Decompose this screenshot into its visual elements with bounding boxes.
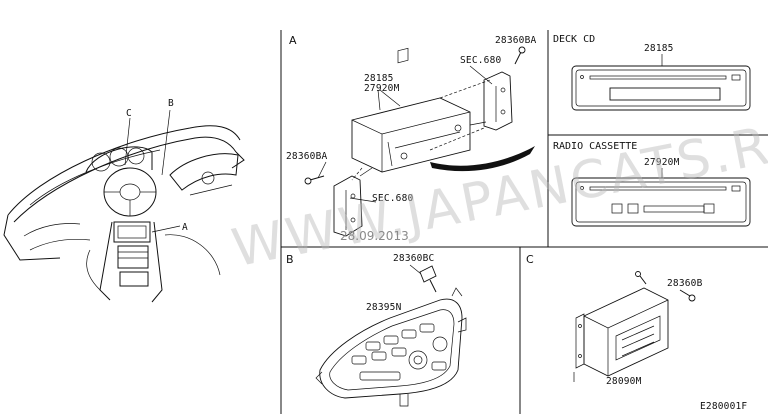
- sec-ref-lower: SEC.680: [372, 193, 414, 204]
- radio-cassette-title: RADIO CASSETTE: [553, 141, 637, 152]
- callout-a-label: A: [182, 222, 188, 233]
- bracket-upper: [469, 71, 513, 131]
- section-a-label: A: [289, 34, 297, 47]
- head-unit-drawing: [351, 47, 471, 173]
- section-c-part-number: 28090M: [606, 376, 642, 387]
- head-unit-alt-part-number: 27920M: [364, 83, 400, 94]
- screw-lower: [304, 175, 325, 185]
- amplifier-drawing: [573, 271, 696, 382]
- dashboard-overview: [3, 109, 245, 303]
- screw-lower-part-number: 28360BA: [286, 151, 328, 162]
- radio-cassette-faceplate: [571, 168, 751, 227]
- radio-cassette-part-number: 27920M: [644, 157, 680, 168]
- section-c-screw-part-number: 28360B: [667, 278, 703, 289]
- screw-upper-part-number: 28360BA: [495, 35, 537, 46]
- callout-c-label: C: [126, 108, 132, 119]
- head-unit-part-number: 28185: [364, 73, 394, 84]
- section-c-label: C: [526, 253, 534, 266]
- frame-lines: [280, 30, 768, 414]
- section-b-screw-part-number: 28360BC: [393, 253, 434, 264]
- section-b-part-number: 28395N: [366, 302, 402, 313]
- section-b-label: B: [286, 253, 294, 266]
- reference-arrow: [430, 146, 535, 172]
- control-panel-drawing: [315, 264, 467, 407]
- screw-upper: [514, 46, 526, 65]
- callout-b-label: B: [168, 98, 174, 109]
- assembly-lines: [317, 65, 493, 203]
- deck-cd-part-number: 28185: [644, 43, 674, 54]
- sec-ref-upper: SEC.680: [460, 55, 502, 66]
- diagram-code: E280001F: [700, 401, 747, 412]
- bracket-lower: [333, 167, 373, 237]
- watermark-date: 28.09.2013: [340, 229, 409, 243]
- deck-cd-title: DECK CD: [553, 34, 595, 45]
- deck-cd-faceplate: [571, 54, 751, 111]
